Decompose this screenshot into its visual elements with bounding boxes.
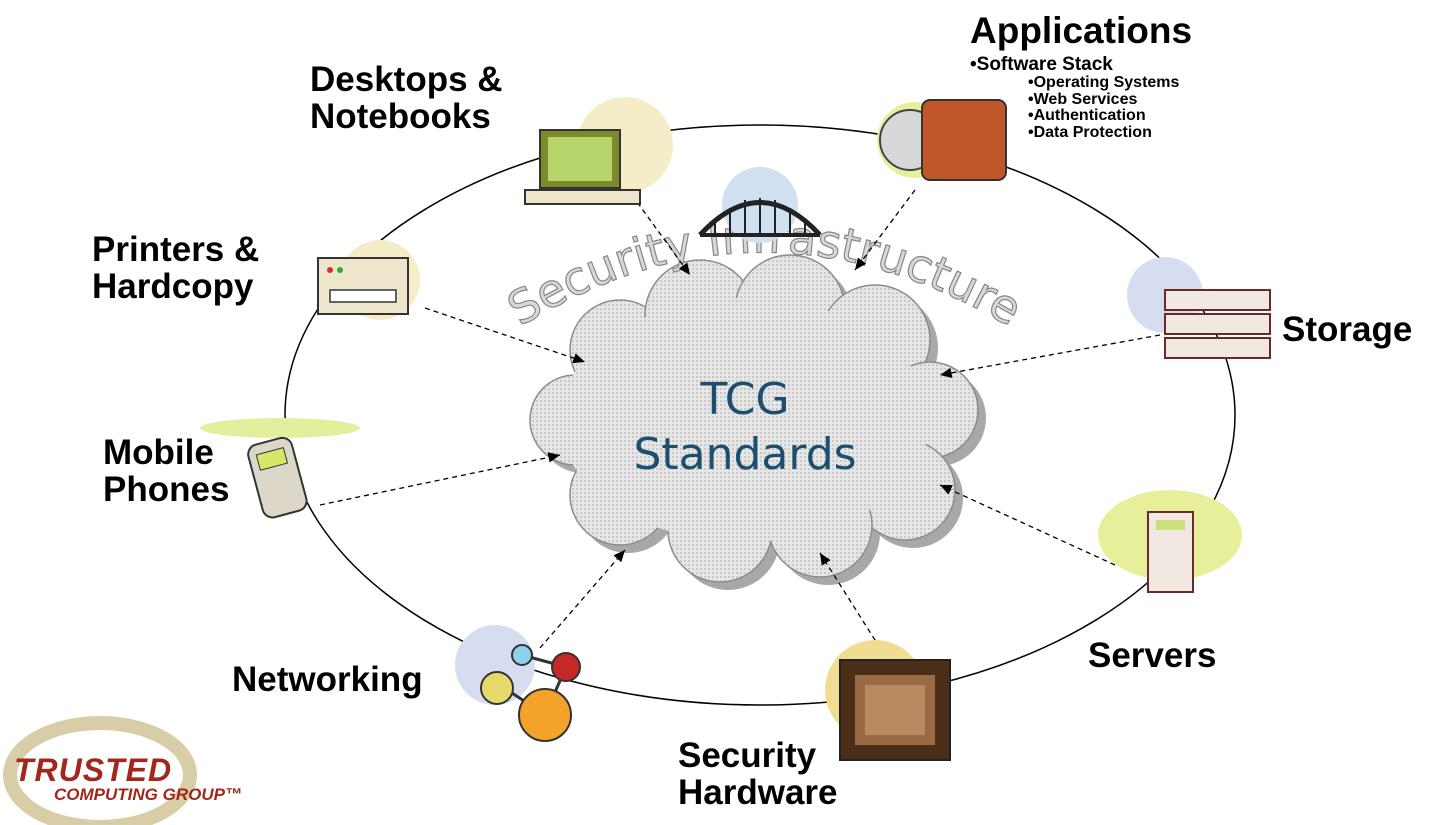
security-hardware-label: Security Hardware (678, 736, 838, 812)
security-hw-line1: Security (678, 736, 817, 775)
networking-label: Networking (232, 660, 423, 699)
ecosystem-ellipse (284, 124, 1236, 706)
desktops-line1: Desktops & (310, 60, 503, 99)
arrows (319, 189, 1161, 649)
applications-block: Applications •Software Stack •Operating … (970, 10, 1193, 142)
applications-sub: •Software Stack (970, 53, 1113, 75)
mobile-phone-icon (200, 418, 360, 519)
desktops-label: Desktops & Notebooks (310, 60, 503, 136)
server-rack-icon (1127, 257, 1271, 359)
logo-line2: COMPUTING GROUP™ (54, 785, 242, 804)
applications-item: •Data Protection (1028, 124, 1152, 142)
tcg-logo-swoosh (3, 716, 197, 825)
security-hw-line2: Hardware (678, 772, 838, 812)
center-title: TCG Standards (620, 372, 870, 482)
chip-icon (825, 640, 951, 761)
storage-label: Storage (1282, 310, 1413, 349)
applications-item: •Operating Systems (1028, 73, 1180, 91)
server-tower-icon (1098, 490, 1242, 593)
applications-item: •Web Services (1028, 90, 1138, 108)
applications-item: •Authentication (1028, 107, 1146, 125)
cloud-core (560, 298, 930, 542)
logo-line1: TRUSTED (14, 752, 173, 788)
network-nodes-icon (455, 625, 581, 742)
applications-items: •Operating Systems •Web Services •Authen… (1028, 73, 1192, 142)
mobile-line1: Mobile (103, 433, 214, 472)
center-line2: Standards (633, 429, 857, 480)
desktop-computer-icon (524, 97, 673, 205)
printers-label: Printers & Hardcopy (92, 230, 260, 306)
printer-icon (317, 240, 420, 320)
printers-line1: Printers & (92, 230, 260, 269)
mobile-line2: Phones (103, 469, 230, 509)
tcg-logo: TRUSTED COMPUTING GROUP™ (14, 752, 242, 805)
desktops-line2: Notebooks (310, 96, 491, 136)
applications-title: Applications (970, 10, 1193, 51)
printers-line2: Hardcopy (92, 266, 254, 306)
servers-label: Servers (1088, 636, 1217, 675)
software-disc-icon (877, 99, 1007, 181)
bridge-icon (698, 167, 822, 243)
center-line1: TCG (700, 374, 790, 425)
mobile-label: Mobile Phones (103, 433, 230, 509)
